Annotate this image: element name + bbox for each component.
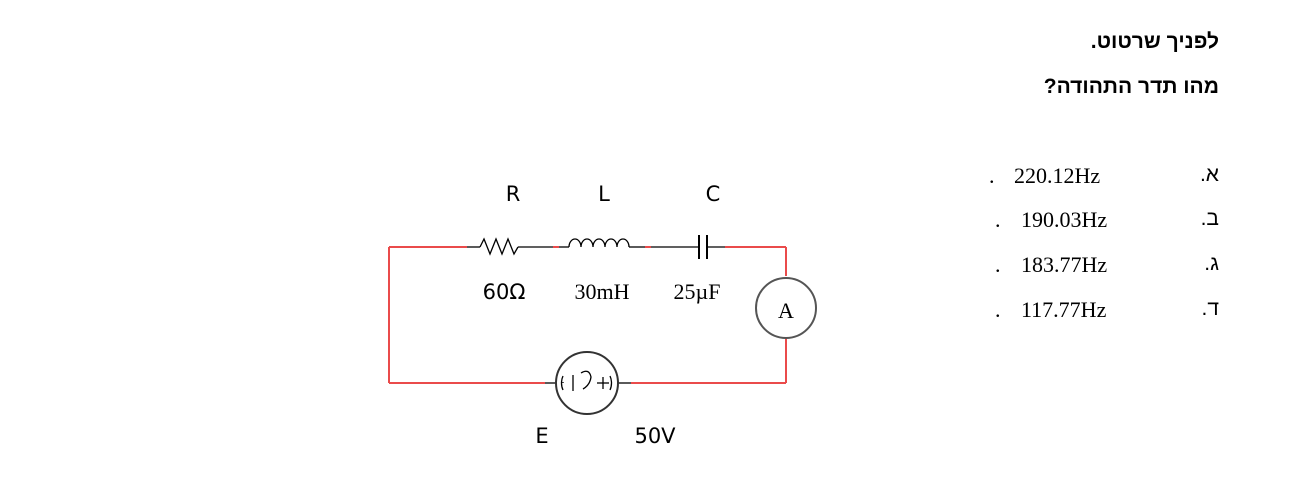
question-line-2: מהו תדר התהודה? [1043, 75, 1219, 98]
source-value-label: 50V [634, 424, 676, 448]
capacitor-value-label: 25µF [674, 279, 721, 304]
resistor-symbol-label: R [506, 182, 521, 206]
option-letter: ג. [1204, 252, 1219, 275]
option-letter: ב. [1200, 207, 1219, 230]
option-value: 220.12Hz [1014, 163, 1101, 188]
option-c[interactable]: ג. 183.77Hz . [979, 252, 1219, 282]
option-value: 117.77Hz [1021, 297, 1107, 322]
option-value: 183.77Hz [1021, 252, 1108, 277]
capacitor-symbol [651, 235, 725, 259]
option-letter: ד. [1201, 297, 1219, 320]
ac-source-symbol [545, 351, 631, 415]
resistor-value-label: 60Ω [483, 280, 526, 304]
inductor-value-label: 30mH [575, 279, 630, 304]
ammeter-label: A [778, 298, 794, 323]
ammeter-symbol: A [755, 277, 817, 339]
option-dot: . [995, 297, 1001, 322]
inductor-symbol [559, 238, 645, 248]
option-b[interactable]: ב. 190.03Hz . [979, 207, 1219, 237]
question-line-1: לפניך שרטוט. [1090, 30, 1219, 53]
circuit-wires [388, 246, 787, 384]
option-dot: . [995, 252, 1001, 277]
option-dot: . [989, 163, 995, 188]
inductor-symbol-label: L [598, 182, 610, 206]
option-d[interactable]: ד. 117.77Hz . [979, 297, 1219, 327]
capacitor-symbol-label: C [706, 182, 721, 206]
resistor-symbol [467, 237, 553, 256]
source-symbol-label: E [535, 424, 548, 448]
option-value: 190.03Hz [1021, 207, 1108, 232]
option-a[interactable]: א. 220.12Hz . [979, 163, 1219, 193]
option-letter: א. [1199, 163, 1219, 186]
circuit-diagram: A R L C 60Ω 30mH 25µF E 50V [388, 182, 817, 448]
option-dot: . [995, 207, 1001, 232]
